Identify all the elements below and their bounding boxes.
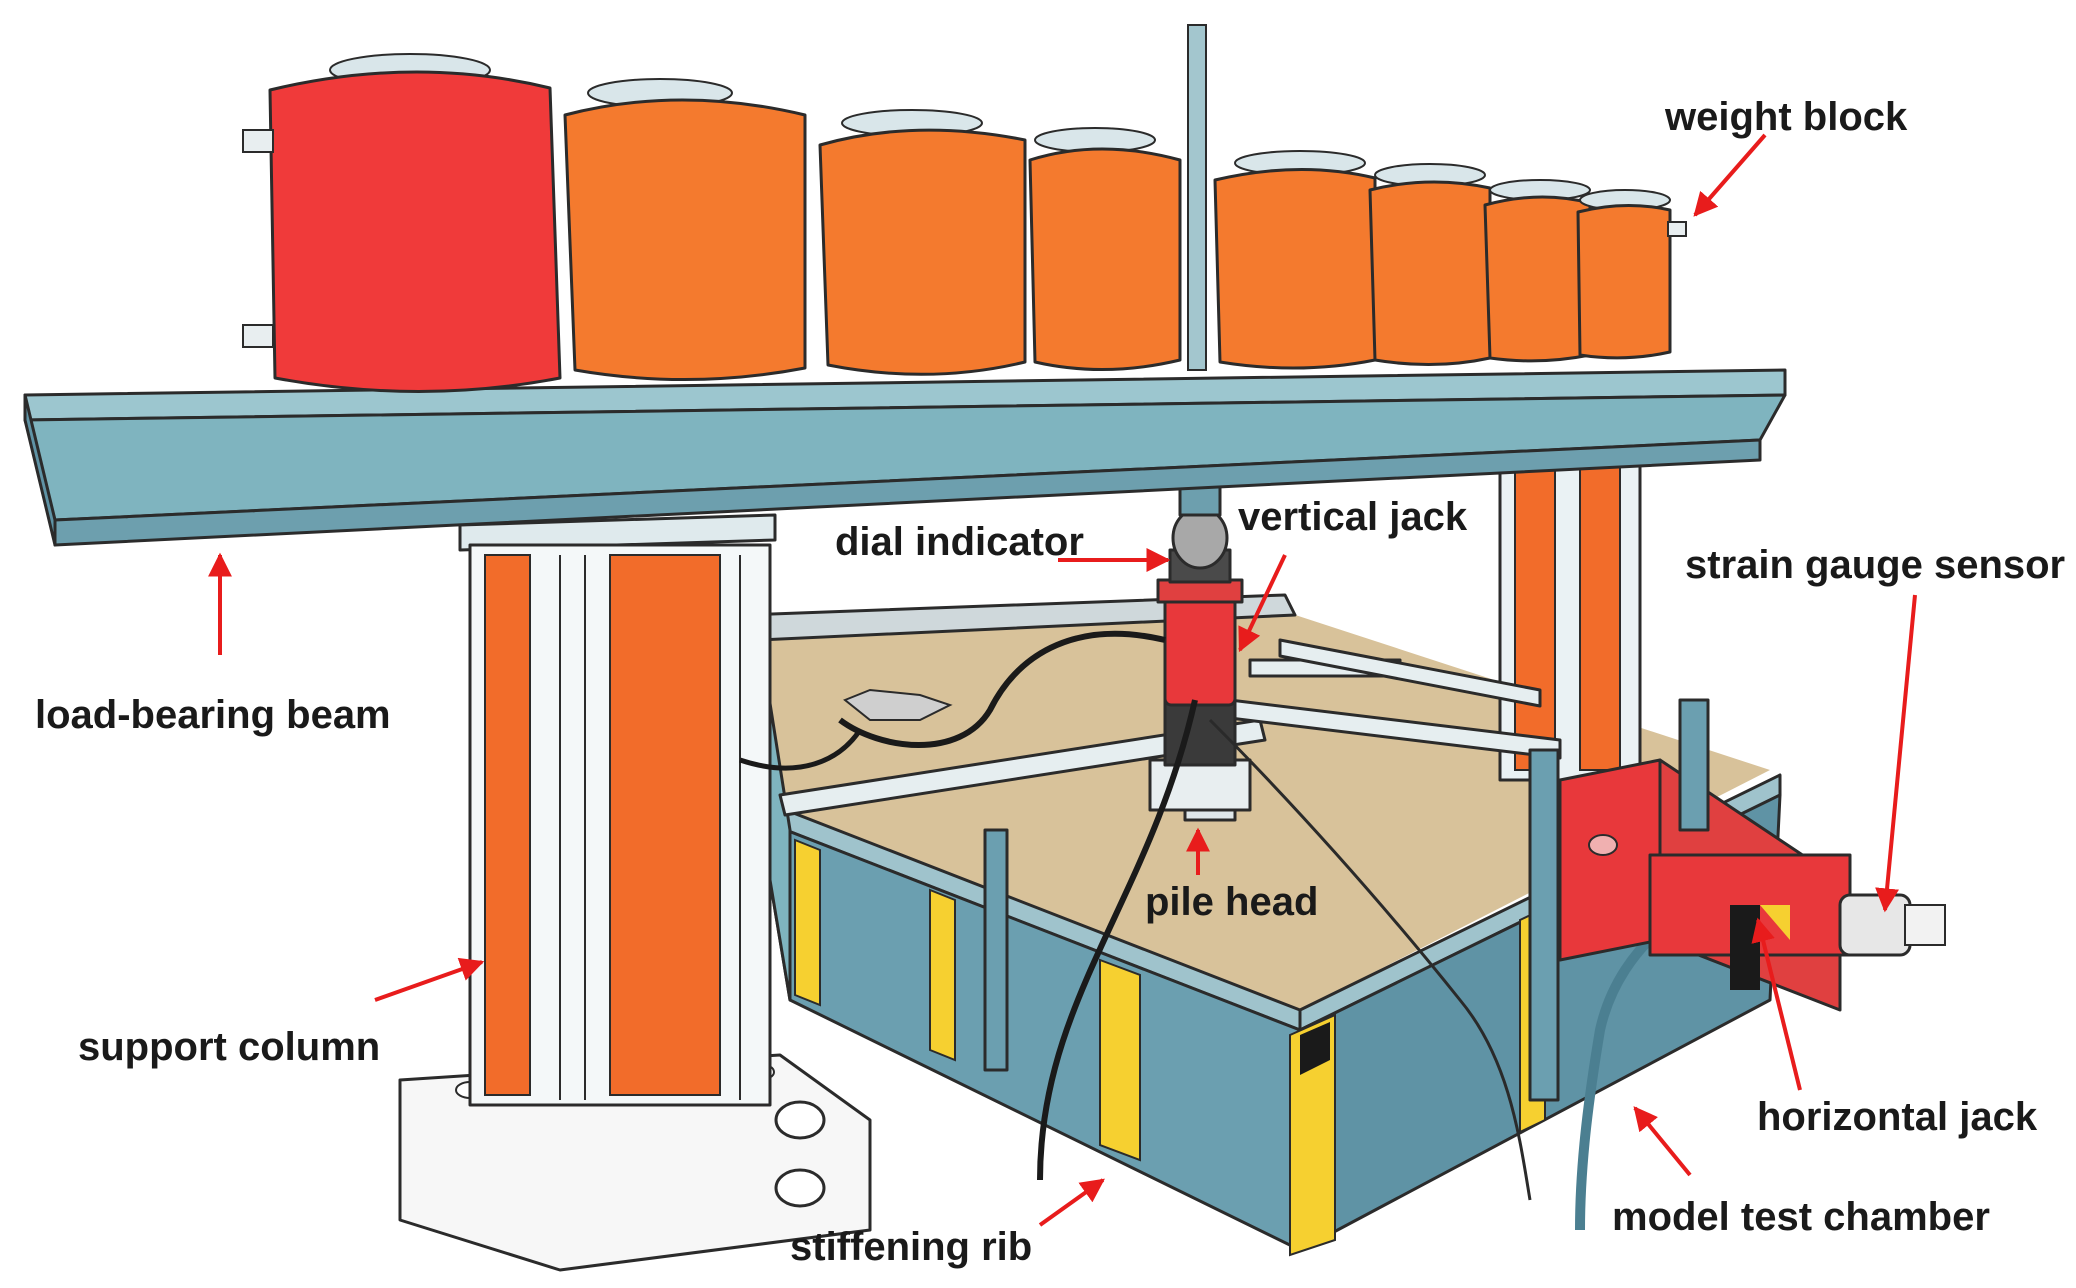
dial-indicator bbox=[1171, 506, 1229, 570]
central-rod bbox=[1187, 24, 1207, 371]
weight-block bbox=[1028, 127, 1182, 372]
arrow-stiffening-rib bbox=[1038, 1178, 1105, 1227]
front-posts bbox=[983, 698, 1710, 1102]
label-model-test-chamber: model test chamber bbox=[1612, 1195, 1990, 1239]
horizontal-jack-assembly bbox=[1558, 758, 1946, 1012]
stiffening-rib bbox=[1289, 1013, 1336, 1257]
arrow-model-test-chamber bbox=[1633, 1106, 1692, 1177]
weight-block bbox=[1576, 189, 1687, 360]
stiffening-rib bbox=[794, 838, 821, 1007]
load-bearing-beam bbox=[23, 368, 1787, 547]
label-dial-indicator: dial indicator bbox=[835, 520, 1084, 564]
weight-block bbox=[818, 109, 1027, 376]
weight-block bbox=[1483, 179, 1592, 363]
label-strain-gauge-sensor: strain gauge sensor bbox=[1685, 543, 2065, 587]
arrow-weight-block bbox=[1693, 133, 1767, 217]
stiffening-rib bbox=[1099, 958, 1141, 1162]
weight-block bbox=[563, 78, 807, 381]
labels: weight block dial indicator vertical jac… bbox=[35, 95, 2065, 1269]
arrow-horizontal-jack bbox=[1751, 917, 1802, 1091]
arrow-strain-gauge-sensor bbox=[1875, 594, 1917, 913]
hazard-stripe bbox=[1300, 1022, 1330, 1075]
weight-block bbox=[1213, 150, 1377, 370]
guide-rails bbox=[778, 638, 1562, 817]
label-horizontal-jack: horizontal jack bbox=[1757, 1095, 2038, 1139]
label-load-bearing-beam: load-bearing beam bbox=[35, 693, 391, 737]
label-stiffening-rib: stiffening rib bbox=[790, 1225, 1032, 1269]
arrow-vertical-jack bbox=[1238, 554, 1287, 653]
support-column bbox=[458, 513, 777, 1107]
arrow-support-column bbox=[374, 957, 485, 1002]
vertical-jack bbox=[1163, 593, 1237, 707]
label-support-column: support column bbox=[78, 1025, 380, 1069]
weight-block bbox=[1368, 163, 1492, 367]
label-vertical-jack: vertical jack bbox=[1238, 495, 1468, 539]
strain-gauge-sensor bbox=[1838, 893, 1912, 957]
label-weight-block: weight block bbox=[1664, 95, 1908, 139]
annotation-arrows bbox=[208, 133, 1917, 1227]
support-column-rear bbox=[1498, 438, 1642, 782]
weight-block bbox=[242, 53, 562, 393]
stiffening-rib bbox=[929, 888, 956, 1062]
weight-blocks bbox=[242, 53, 1687, 393]
label-pile-head: pile head bbox=[1145, 880, 1318, 924]
